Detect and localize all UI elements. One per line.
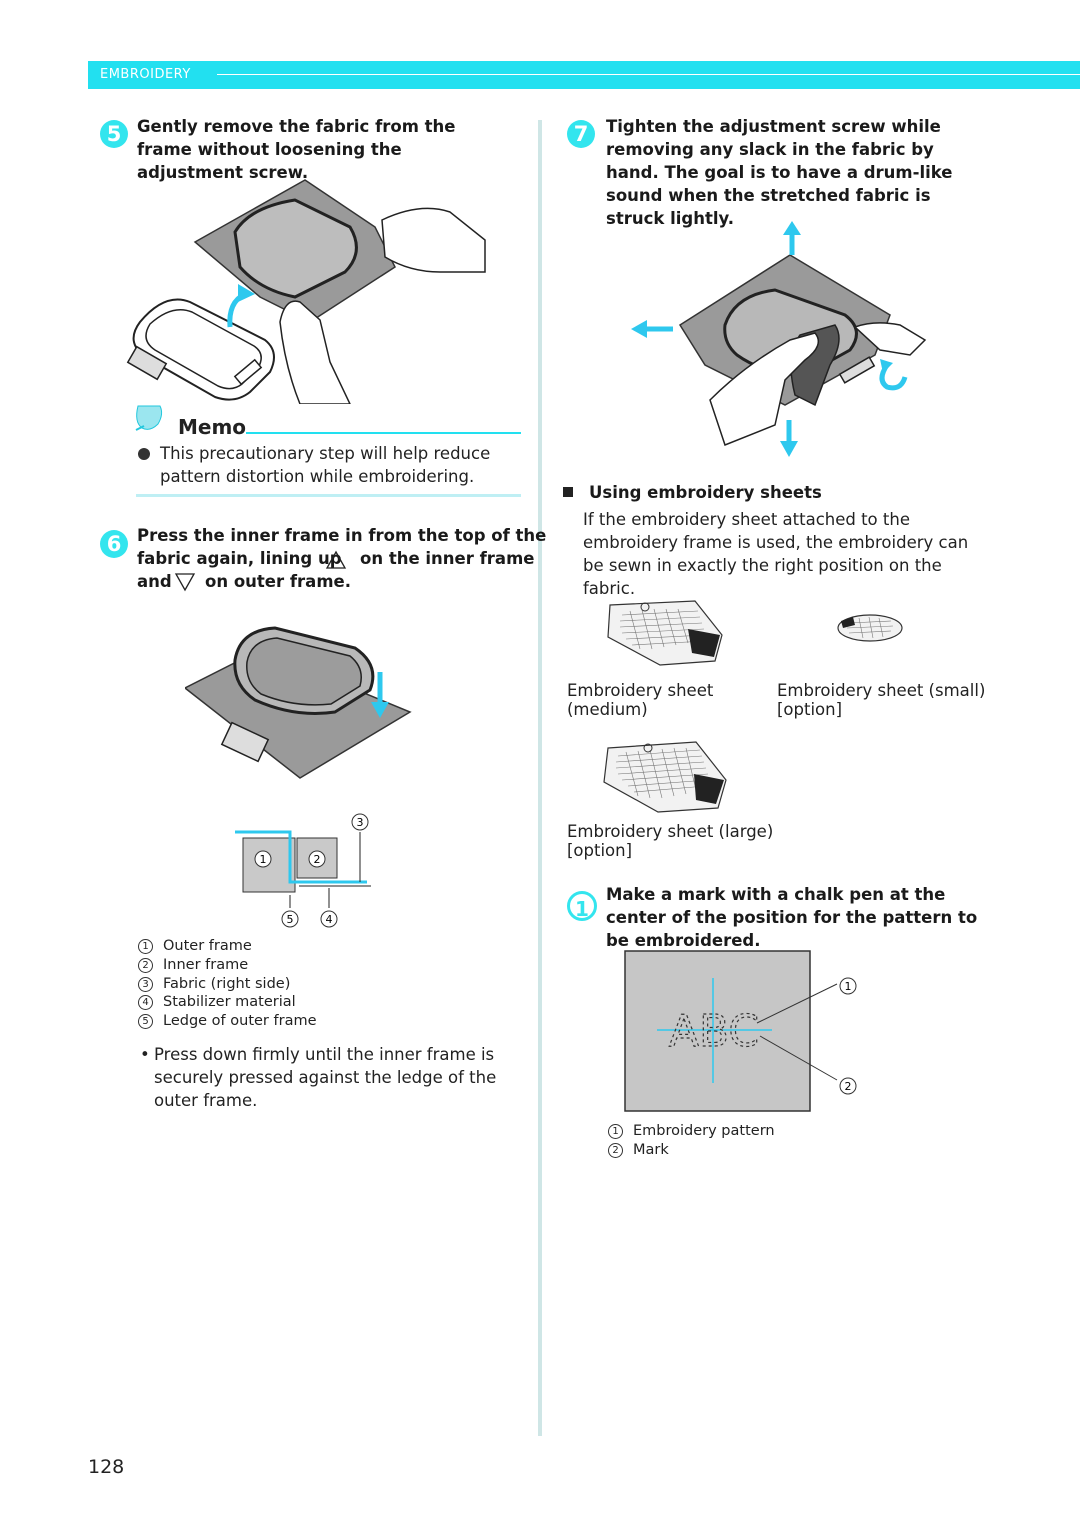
svg-text:2: 2 xyxy=(314,853,321,866)
callout-2: 2 xyxy=(308,850,326,868)
tighten-screw-illustration xyxy=(631,221,927,457)
step-6-line-3b: on outer frame. xyxy=(205,572,351,591)
callout-1: 1 xyxy=(254,850,272,868)
header-rule xyxy=(217,74,1080,75)
step-6-line-3a: and xyxy=(137,572,172,591)
step-6-number: 6 xyxy=(100,530,128,558)
svg-text:4: 4 xyxy=(326,913,333,926)
callout-2: 2 xyxy=(839,1077,857,1095)
embroidery-sheet-small-image xyxy=(837,614,903,642)
svg-text:3: 3 xyxy=(357,816,364,829)
press-note-text: Press down firmly until the inner frame … xyxy=(154,1045,497,1110)
step-7-text: Tighten the adjustment screw while remov… xyxy=(606,117,953,228)
sheet-medium-label-2: (medium) xyxy=(567,700,648,719)
memo-text: This precautionary step will help reduce… xyxy=(160,444,491,486)
memo-bottom-rule xyxy=(136,494,521,497)
svg-text:5: 5 xyxy=(287,913,294,926)
triangle-down-icon xyxy=(174,573,196,592)
chalk-mark-figure: ABC 1 2 xyxy=(624,950,857,1112)
sheets-text: If the embroidery sheet attached to the … xyxy=(583,510,969,598)
svg-text:1: 1 xyxy=(260,853,267,866)
outer-frame-drawing xyxy=(126,298,275,401)
sheet-large-label-1: Embroidery sheet (large) xyxy=(567,822,774,841)
embroidery-sheet-large-image xyxy=(603,741,727,813)
step-1-number: 1 xyxy=(567,891,597,921)
step-5-number: 5 xyxy=(100,120,128,148)
section-header-label: EMBROIDERY xyxy=(100,67,191,82)
memo-title: Memo xyxy=(178,415,247,439)
page-number: 128 xyxy=(88,1456,125,1478)
sheet-small-label-2: [option] xyxy=(777,700,843,719)
sheet-large-label-2: [option] xyxy=(567,841,633,860)
step-6-line-2a: fabric again, lining up xyxy=(137,549,342,568)
memo-bullet xyxy=(138,448,150,460)
triangle-up-icon xyxy=(325,550,347,569)
svg-text:2: 2 xyxy=(845,1080,852,1093)
callout-3: 3 xyxy=(351,813,369,831)
sheet-medium-label-1: Embroidery sheet xyxy=(567,681,714,700)
abc-pattern-text: ABC xyxy=(669,1006,759,1057)
press-note-bullet: • xyxy=(140,1045,150,1064)
sheet-small-label-1: Embroidery sheet (small) xyxy=(777,681,986,700)
frame-press-illustration xyxy=(185,626,412,779)
fabric-removal-illustration xyxy=(126,179,486,404)
sheets-heading: Using embroidery sheets xyxy=(589,483,822,502)
step-7-number: 7 xyxy=(567,120,595,148)
memo-top-rule xyxy=(246,432,521,434)
step-6-line-1: Press the inner frame in from the top of… xyxy=(137,526,547,545)
step-6-line-2b: on the inner frame xyxy=(360,549,535,568)
callout-4: 4 xyxy=(320,910,338,928)
callout-5: 5 xyxy=(281,910,299,928)
section-bullet xyxy=(563,487,573,497)
frame-cross-section-diagram: 3 1 2 5 4 xyxy=(235,813,371,928)
svg-text:1: 1 xyxy=(845,980,852,993)
memo-icon xyxy=(135,405,163,431)
section-header-bar xyxy=(88,61,1080,89)
step-1-text: Make a mark with a chalk pen at the cent… xyxy=(606,885,978,950)
column-divider xyxy=(538,120,542,1436)
callout-1: 1 xyxy=(839,977,857,995)
step-5-text: Gently remove the fabric from the frame … xyxy=(137,117,456,182)
embroidery-sheet-medium-image xyxy=(607,600,723,666)
